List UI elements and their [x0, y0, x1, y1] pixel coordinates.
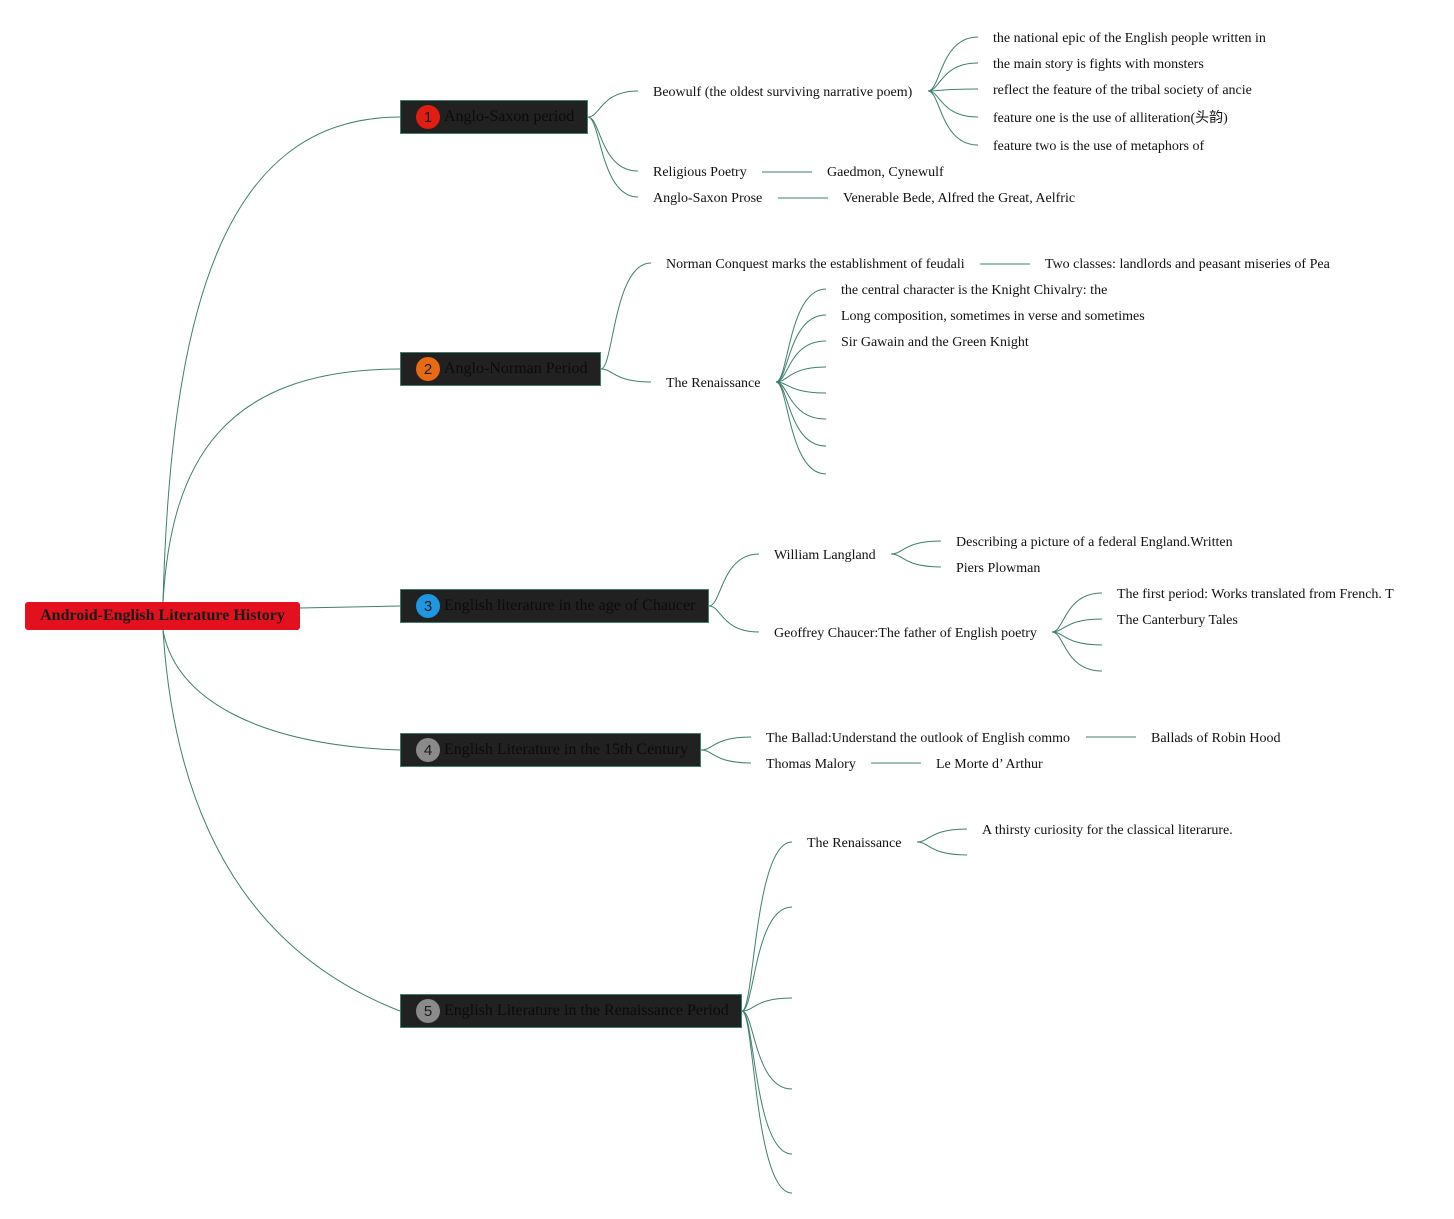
link-renaissance-child-6: [775, 381, 827, 447]
topic-renaissance-norman[interactable]: The Renaissance: [666, 376, 761, 391]
priority-2-icon: 2: [416, 357, 440, 381]
link-root-branch-5: [162, 629, 401, 1012]
link-b2-norman-conquest: [600, 262, 652, 370]
link-root-branch-1: [162, 116, 401, 603]
link-beowulf-child-4: [927, 90, 979, 146]
link-root-branch-3: [299, 605, 401, 609]
topic-sir-gawain[interactable]: Sir Gawain and the Green Knight: [841, 335, 1029, 350]
link-langland-piers: [890, 553, 942, 568]
link-root-branch-2: [162, 368, 401, 603]
link-b5-child-0: [741, 841, 793, 1012]
topic-beowulf-alliteration[interactable]: feature one is the use of alliteration(头…: [993, 111, 1228, 126]
link-langland-federal: [890, 540, 942, 555]
link-b4-malory: [700, 749, 752, 764]
topic-first-period[interactable]: The first period: Works translated from …: [1117, 587, 1394, 602]
branch-renaissance-period[interactable]: 5 English Literature in the Renaissance …: [400, 994, 742, 1028]
topic-piers-plowman[interactable]: Piers Plowman: [956, 561, 1041, 576]
link-b3-langland: [708, 553, 760, 607]
branch-label: Anglo-Norman Period: [444, 360, 588, 377]
priority-4-icon: 4: [416, 738, 440, 762]
link-renaissance-child-1: [775, 314, 827, 383]
topic-saxon-prose[interactable]: Anglo-Saxon Prose: [653, 191, 763, 206]
link-chaucer-child-0: [1051, 592, 1103, 633]
link-b5-child-1: [741, 906, 793, 1012]
topic-knight-chivalry[interactable]: the central character is the Knight Chiv…: [841, 283, 1108, 298]
topic-long-composition[interactable]: Long composition, sometimes in verse and…: [841, 309, 1145, 324]
link-b1-beowulf: [587, 90, 639, 118]
root-topic-label: Android-English Literature History: [40, 607, 285, 624]
topic-william-langland[interactable]: William Langland: [774, 548, 876, 563]
link-renaissance-empty: [916, 841, 968, 856]
link-beowulf-child-1: [927, 62, 979, 92]
topic-two-classes[interactable]: Two classes: landlords and peasant miser…: [1045, 257, 1330, 272]
topic-beowulf[interactable]: Beowulf (the oldest surviving narrative …: [653, 85, 913, 100]
link-b5-child-2: [741, 997, 793, 1012]
topic-beowulf-story[interactable]: the main story is fights with monsters: [993, 57, 1204, 72]
priority-5-icon: 5: [416, 999, 440, 1023]
branch-anglo-saxon[interactable]: 1 Anglo-Saxon period: [400, 100, 588, 134]
link-b1-religious: [587, 116, 639, 172]
branch-label: English Literature in the Renaissance Pe…: [444, 1002, 729, 1019]
link-renaissance-child-2: [775, 340, 827, 383]
topic-beowulf-metaphors[interactable]: feature two is the use of metaphors of: [993, 139, 1205, 154]
topic-geoffrey-chaucer[interactable]: Geoffrey Chaucer:The father of English p…: [774, 626, 1037, 641]
link-b5-child-4: [741, 1010, 793, 1155]
topic-religious-poets[interactable]: Gaedmon, Cynewulf: [827, 165, 944, 180]
topic-prose-writers[interactable]: Venerable Bede, Alfred the Great, Aelfri…: [843, 191, 1076, 206]
link-renaissance-child-7: [775, 381, 827, 475]
link-chaucer-child-1: [1051, 618, 1103, 633]
link-b5-child-3: [741, 1010, 793, 1090]
branch-15th-century[interactable]: 4 English Literature in the 15th Century: [400, 733, 701, 767]
topic-thomas-malory[interactable]: Thomas Malory: [766, 757, 856, 772]
branch-label: English literature in the age of Chaucer: [444, 597, 696, 614]
link-renaissance-curiosity: [916, 828, 968, 843]
topic-religious-poetry[interactable]: Religious Poetry: [653, 165, 747, 180]
topic-canterbury-tales[interactable]: The Canterbury Tales: [1117, 613, 1238, 628]
link-chaucer-child-3: [1051, 631, 1103, 672]
topic-norman-conquest[interactable]: Norman Conquest marks the establishment …: [666, 257, 965, 272]
link-beowulf-child-0: [927, 36, 979, 92]
link-b4-ballad: [700, 736, 752, 751]
link-b2-renaissance: [600, 368, 652, 383]
topic-thirsty-curiosity[interactable]: A thirsty curiosity for the classical li…: [982, 823, 1233, 838]
topic-renaissance-period[interactable]: The Renaissance: [807, 836, 902, 851]
link-beowulf-child-3: [927, 90, 979, 118]
link-renaissance-child-5: [775, 381, 827, 420]
link-b1-prose: [587, 116, 639, 198]
link-root-branch-4: [162, 629, 401, 751]
topic-robin-hood[interactable]: Ballads of Robin Hood: [1151, 731, 1281, 746]
branch-label: Anglo-Saxon period: [444, 108, 575, 125]
topic-federal-england[interactable]: Describing a picture of a federal Englan…: [956, 535, 1233, 550]
topic-le-morte[interactable]: Le Morte d’ Arthur: [936, 757, 1043, 772]
link-b3-chaucer: [708, 605, 760, 633]
branch-anglo-norman[interactable]: 2 Anglo-Norman Period: [400, 352, 601, 386]
root-topic[interactable]: Android-English Literature History: [25, 602, 300, 630]
link-renaissance-child-3: [775, 366, 827, 383]
topic-ballad[interactable]: The Ballad:Understand the outlook of Eng…: [766, 731, 1071, 746]
topic-beowulf-tribal[interactable]: reflect the feature of the tribal societ…: [993, 83, 1252, 98]
link-b5-child-5: [741, 1010, 793, 1194]
link-renaissance-child-0: [775, 288, 827, 383]
link-beowulf-child-2: [927, 88, 979, 92]
branch-label: English Literature in the 15th Century: [444, 741, 688, 758]
priority-3-icon: 3: [416, 594, 440, 618]
priority-1-icon: 1: [416, 105, 440, 129]
branch-age-of-chaucer[interactable]: 3 English literature in the age of Chauc…: [400, 589, 709, 623]
topic-beowulf-epic[interactable]: the national epic of the English people …: [993, 31, 1266, 46]
